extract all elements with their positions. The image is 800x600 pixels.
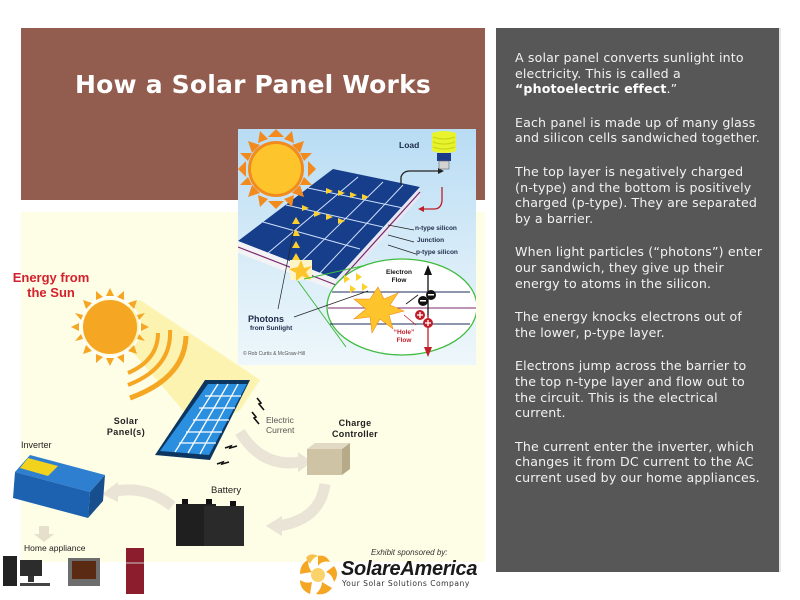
computer-icon bbox=[3, 556, 50, 586]
paragraph-layers: The top layer is negatively charged (n-t… bbox=[515, 163, 758, 226]
photons-label: Photons bbox=[248, 314, 284, 324]
paragraph-inverter: The current enter the inverter, which ch… bbox=[515, 438, 760, 485]
paragraph-photoelectric: A solar panel converts sunlight into ele… bbox=[515, 50, 765, 97]
battery-icon bbox=[176, 499, 244, 546]
credit-label: © Rob Curtis & McGraw-Hill bbox=[243, 351, 306, 357]
home-appliance-label: Home appliance bbox=[24, 543, 86, 553]
paragraph-current: Electrons jump across the barrier to the… bbox=[515, 358, 747, 421]
battery-label: Battery bbox=[211, 485, 242, 496]
n-type-silicon-label: n-type silicon bbox=[415, 225, 457, 232]
inverter-label: Inverter bbox=[21, 440, 52, 450]
photons-sub-label: from Sunlight bbox=[250, 325, 293, 332]
sun-icon bbox=[71, 288, 149, 366]
inverter-icon bbox=[13, 455, 105, 518]
charge-controller-icon bbox=[307, 443, 350, 475]
sponsor-block: Exhibit sponsored by: SolareAmerica Your… bbox=[296, 548, 491, 595]
light-bulb-icon bbox=[432, 131, 456, 170]
sponsor-brand-name: SolareAmerica bbox=[341, 558, 478, 580]
solare-america-logo-icon bbox=[300, 554, 337, 595]
paragraph-cells: Each panel is made up of many glass and … bbox=[515, 114, 761, 146]
paragraph-text: .” bbox=[666, 81, 678, 97]
solar-panel-icon bbox=[155, 380, 250, 460]
charge-controller-label: Charge Controller bbox=[331, 418, 378, 439]
electric-current-label: Electric Current bbox=[266, 415, 295, 435]
paragraph-photons: When light particles (“photons”) enter o… bbox=[515, 244, 763, 291]
television-icon bbox=[68, 558, 100, 586]
photoelectric-effect-emphasis: “photoelectric effect bbox=[515, 81, 667, 97]
energy-from-sun-label: Energy from the Sun bbox=[12, 270, 90, 300]
paragraph-text: A solar panel converts sunlight into ele… bbox=[515, 50, 744, 81]
explanation-panel: A solar panel converts sunlight into ele… bbox=[496, 28, 781, 572]
junction-label: Junction bbox=[417, 237, 445, 244]
load-label: Load bbox=[399, 140, 420, 150]
sponsored-by-label: Exhibit sponsored by: bbox=[371, 548, 448, 557]
electron-flow-label: Electron Flow bbox=[385, 269, 412, 284]
sun-icon bbox=[238, 129, 316, 209]
p-type-silicon-label: p-type silicon bbox=[416, 249, 458, 256]
paragraph-electrons-knocked: The energy knocks electrons out of the l… bbox=[515, 309, 742, 340]
solar-system-diagram bbox=[3, 288, 350, 594]
solar-cell-diagram: Load n-type silicon Junction p-type sili… bbox=[238, 129, 476, 365]
sponsor-tagline: Your Solar Solutions Company bbox=[342, 579, 470, 588]
hole-flow-label: “Hole” Flow bbox=[393, 329, 415, 344]
solar-panels-label: Solar Panel(s) bbox=[106, 416, 146, 437]
refrigerator-icon bbox=[126, 548, 144, 594]
page-title: How a Solar Panel Works bbox=[75, 70, 431, 99]
